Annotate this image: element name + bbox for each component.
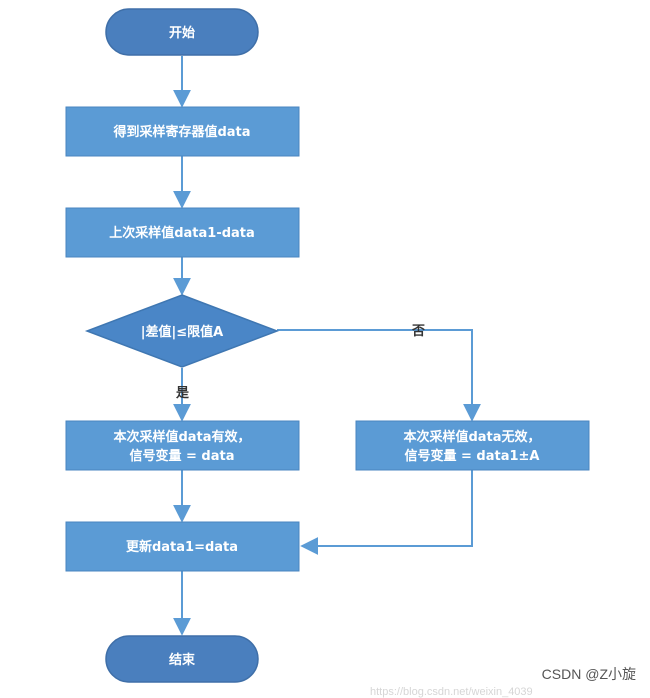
- diff-label: 上次采样值data1-data: [109, 225, 255, 241]
- get-data-node: [65, 106, 300, 157]
- start-label: 开始: [169, 25, 195, 41]
- decision-node: [84, 294, 280, 368]
- faint-watermark: https://blog.csdn.net/weixin_4039: [370, 686, 533, 698]
- invalid-node: [355, 420, 590, 471]
- end-label: 结束: [169, 652, 196, 668]
- no-label: 否: [411, 324, 425, 339]
- arrow-invalid-to-update: [300, 470, 473, 555]
- valid-label-line2: 信号变量 = data: [129, 448, 234, 464]
- diff-node: [65, 207, 300, 258]
- decision-label: |差值|≤限值A: [141, 324, 223, 340]
- update-label: 更新data1=data: [126, 539, 238, 555]
- valid-node: [65, 420, 300, 471]
- invalid-label-line2: 信号变量 = data1±A: [404, 448, 539, 464]
- end-node: [105, 635, 259, 683]
- start-node: [105, 8, 259, 56]
- csdn-watermark: CSDN @Z小旋: [541, 666, 636, 682]
- valid-label-line1: 本次采样值data有效，: [113, 429, 250, 445]
- get-data-label: 得到采样寄存器值data: [112, 124, 250, 140]
- arrow-decision-no: [277, 329, 481, 422]
- update-node: [65, 521, 300, 572]
- yes-label: 是: [175, 386, 190, 401]
- invalid-label-line1: 本次采样值data无效，: [403, 429, 540, 445]
